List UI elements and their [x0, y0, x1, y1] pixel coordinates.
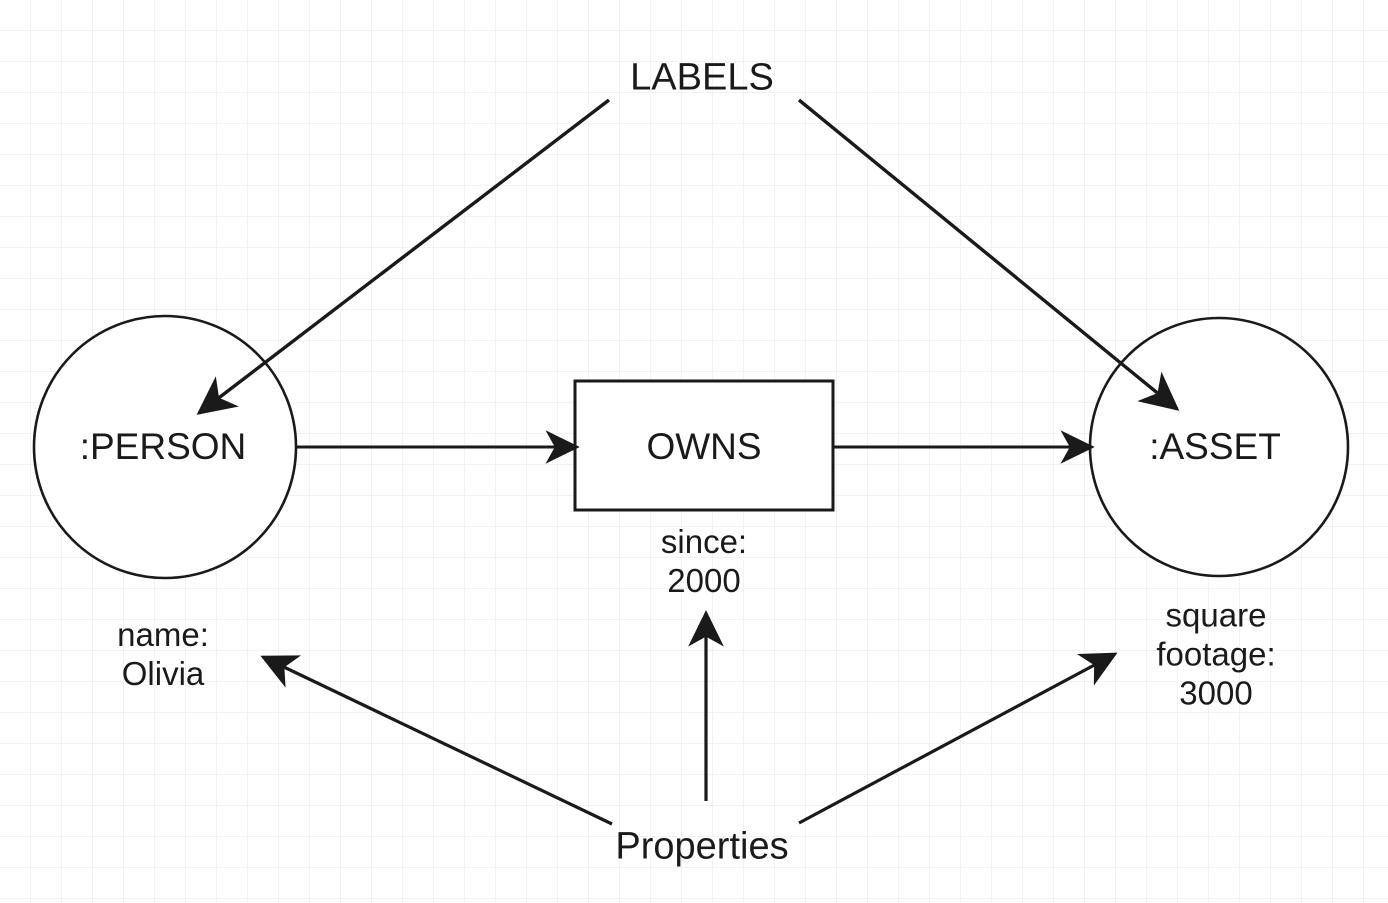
edge-labels-to-asset	[797, 98, 1180, 411]
labels-heading: LABELS	[630, 56, 774, 99]
edge-labels-to-person	[196, 98, 611, 415]
node-person-label: :PERSON	[79, 426, 247, 468]
properties-heading: Properties	[615, 825, 789, 868]
node-asset-label: :ASSET	[1149, 426, 1281, 468]
property-asset-square-footage: square footage: 3000	[1156, 596, 1276, 712]
property-person-name: name: Olivia	[117, 616, 209, 692]
property-owns-since: since: 2000	[660, 523, 748, 599]
edge-properties-to-person-props	[260, 655, 613, 826]
relationship-owns-box[interactable]	[573, 379, 835, 512]
relationship-owns-label: OWNS	[646, 426, 762, 468]
edge-properties-to-asset-props	[798, 652, 1118, 825]
